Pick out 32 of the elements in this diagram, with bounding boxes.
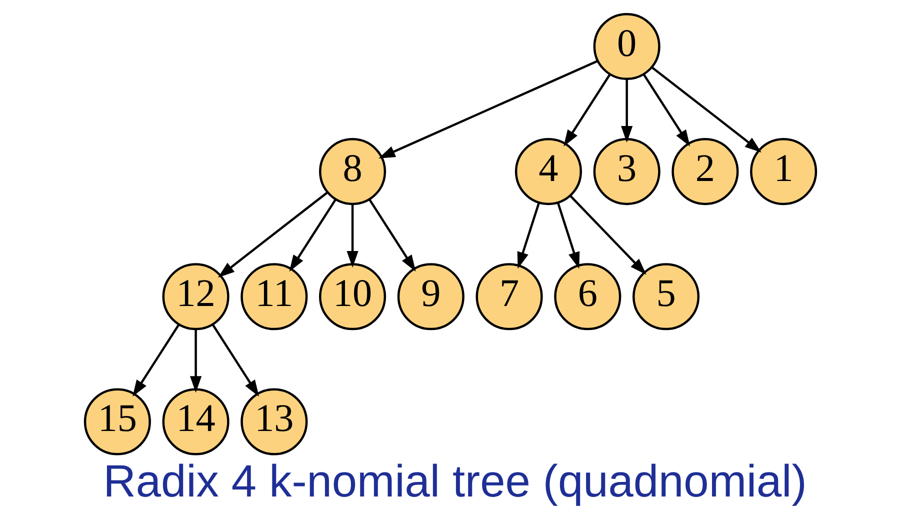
arrow: [212, 324, 260, 397]
arrow: [132, 324, 180, 397]
arrow: [621, 79, 633, 143]
node-circle: 2: [672, 138, 739, 206]
arrow: [289, 198, 336, 272]
node-circle: 3: [593, 138, 660, 206]
node-circle: 5: [632, 263, 700, 330]
node-circle: 7: [476, 263, 543, 330]
node-circle: 10: [319, 263, 386, 330]
arrow: [570, 195, 646, 275]
arrow: [651, 66, 762, 153]
arrow: [368, 198, 416, 272]
node-circle: 11: [240, 263, 308, 330]
arrow: [642, 74, 690, 146]
node-circle: 14: [162, 388, 230, 456]
caption: Radix 4 k-nomial tree (quadnomial): [103, 455, 807, 506]
node-circle: 8: [319, 138, 386, 206]
node-circle: 15: [84, 388, 151, 456]
arrow: [564, 74, 611, 146]
node-circle: 6: [554, 263, 622, 330]
arrow: [346, 204, 358, 268]
node-circle: 13: [240, 388, 308, 456]
arrow: [190, 330, 202, 393]
arrow: [378, 60, 598, 158]
arrow: [517, 202, 540, 269]
node-circle: 1: [750, 138, 818, 206]
node-circle: 12: [162, 263, 230, 330]
node-circle: 4: [514, 138, 582, 206]
arrow: [218, 192, 328, 278]
node-circle: 9: [397, 263, 464, 330]
arrow: [556, 202, 580, 269]
node-circle: 0: [593, 12, 660, 80]
